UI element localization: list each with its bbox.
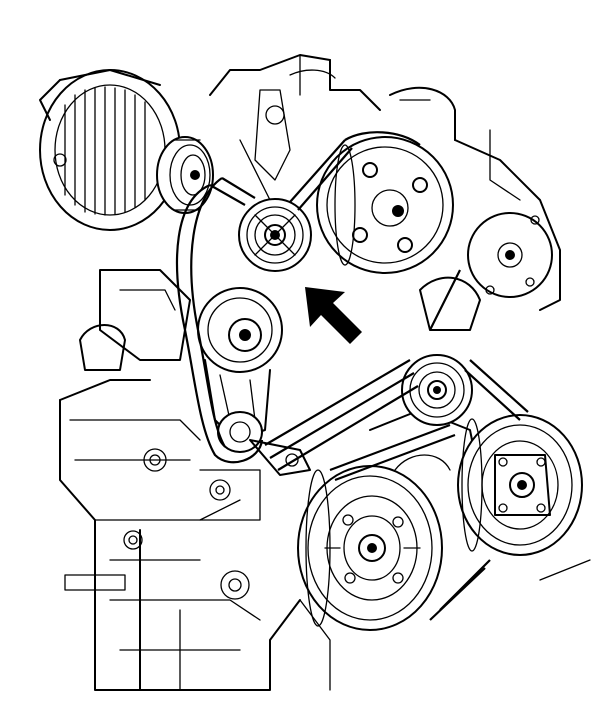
belt-tensioner	[197, 287, 311, 476]
crankshaft-pulley	[297, 465, 443, 631]
lower-idler-pulley	[401, 354, 473, 426]
upper-idler-pulley	[238, 198, 312, 272]
alternator	[39, 69, 214, 231]
water-pump-pulley	[457, 414, 583, 556]
engine-block	[59, 54, 591, 691]
power-steering-pump-pulley	[316, 136, 454, 274]
pointer-arrow-icon	[305, 287, 362, 344]
drive-belt	[175, 131, 529, 621]
